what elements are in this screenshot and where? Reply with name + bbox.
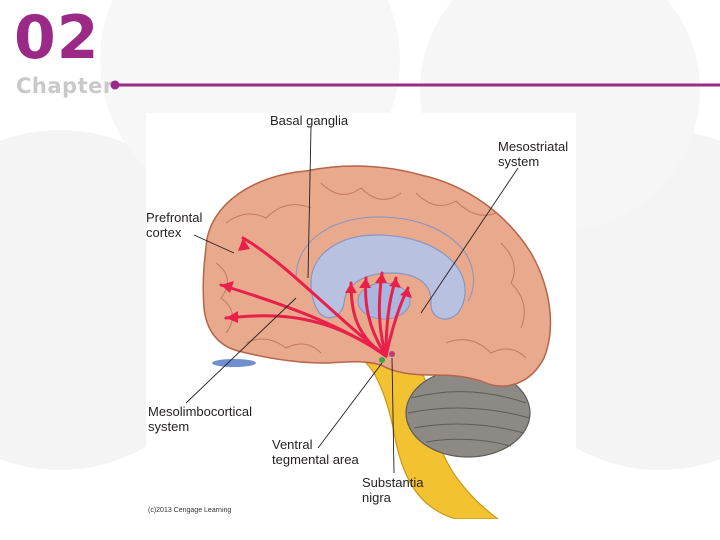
cerebrum bbox=[202, 165, 552, 387]
copyright-credit: (c)2013 Cengage Learning bbox=[148, 507, 232, 514]
label-ventral-line2: tegmental area bbox=[272, 452, 359, 467]
label-mesostriatal-line2: system bbox=[498, 154, 540, 169]
label-substantia-line2: nigra bbox=[362, 490, 391, 505]
cortex-gyri bbox=[215, 182, 527, 359]
label-prefrontal-line2: cortex bbox=[146, 225, 182, 240]
brain-illustration bbox=[185, 126, 552, 520]
ventral-tegmental-dot bbox=[379, 357, 385, 363]
label-basal-ganglia: Basal ganglia bbox=[270, 113, 349, 128]
label-mesostriatal-line1: Mesostriatal bbox=[498, 139, 569, 154]
chapter-number: 02 bbox=[14, 3, 100, 73]
brain-dopamine-diagram: Basal ganglia Mesostriatal system Prefro… bbox=[146, 113, 576, 520]
label-prefrontal-line1: Prefrontal bbox=[146, 210, 203, 225]
label-leader-lines bbox=[185, 126, 519, 474]
label-substantia-line1: Substantia bbox=[362, 475, 424, 490]
label-ventral-line1: Ventral bbox=[272, 437, 313, 452]
pathway-arrowheads bbox=[221, 238, 412, 323]
substantia-nigra-dot bbox=[389, 351, 395, 357]
dopamine-pathways bbox=[219, 236, 410, 358]
chapter-divider bbox=[110, 80, 720, 90]
label-mesolimbocortical-line2: system bbox=[148, 419, 190, 434]
chapter-label: Chapter bbox=[16, 74, 114, 98]
label-mesolimbocortical-line1: Mesolimbocortical bbox=[148, 404, 253, 419]
olfactory-bulb bbox=[212, 359, 256, 367]
basal-ganglia-structure bbox=[295, 216, 474, 320]
